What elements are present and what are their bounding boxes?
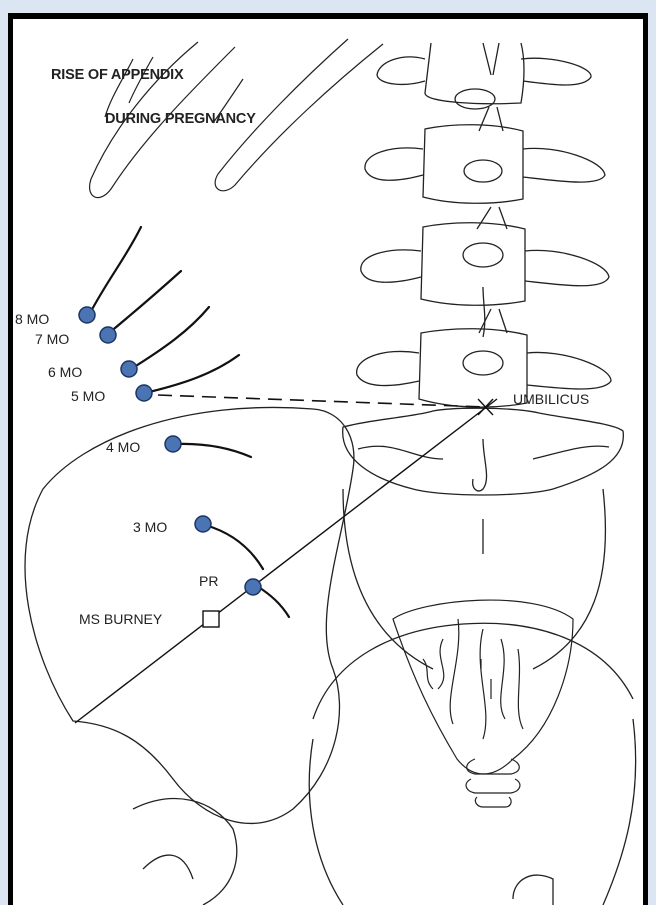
appendix-curves: [89, 227, 289, 617]
marker-pr: [245, 579, 261, 595]
diagram-panel: RISE OF APPENDIX DURING PREGNANCY 8 MO 7…: [13, 19, 643, 905]
appendix-curve-6mo: [131, 307, 209, 369]
marker-3mo: [195, 516, 211, 532]
label-mcburney: MS BURNEY: [79, 611, 163, 627]
pregnancy-appendix-diagram: RISE OF APPENDIX DURING PREGNANCY 8 MO 7…: [13, 19, 643, 905]
marker-8mo: [79, 307, 95, 323]
title-line-1: RISE OF APPENDIX: [51, 67, 184, 83]
vertebra-3: [361, 207, 609, 337]
marker-7mo: [100, 327, 116, 343]
marker-5mo: [136, 385, 152, 401]
label-8mo: 8 MO: [15, 311, 49, 327]
label-7mo: 7 MO: [35, 331, 69, 347]
appendix-curve-5mo: [145, 355, 239, 393]
marker-4mo: [165, 436, 181, 452]
label-5mo: 5 MO: [71, 388, 105, 404]
label-6mo: 6 MO: [48, 364, 82, 380]
appendix-curve-7mo: [109, 271, 181, 333]
figure-frame: RISE OF APPENDIX DURING PREGNANCY 8 MO 7…: [8, 13, 648, 905]
sacrum: [343, 408, 624, 554]
vertebra-2: [365, 107, 605, 203]
vertebra-1: [377, 43, 591, 109]
pelvis-outline: [25, 407, 636, 905]
lumbar-spine: [343, 43, 624, 669]
appendix-curve-3mo: [205, 525, 263, 569]
pelvic-inlet: [343, 489, 605, 669]
appendix-curve-pr: [257, 586, 289, 617]
marker-6mo: [121, 361, 137, 377]
label-pr: PR: [199, 573, 218, 589]
umbilicus-dashed-line: [158, 395, 485, 407]
label-4mo: 4 MO: [106, 439, 140, 455]
mcburney-point-square: [203, 611, 219, 627]
label-umbilicus: UMBILICUS: [513, 391, 589, 407]
appendix-curve-4mo: [175, 444, 251, 457]
title-line-2: DURING PREGNANCY: [105, 111, 256, 127]
label-3mo: 3 MO: [133, 519, 167, 535]
appendix-curve-8mo: [89, 227, 141, 315]
